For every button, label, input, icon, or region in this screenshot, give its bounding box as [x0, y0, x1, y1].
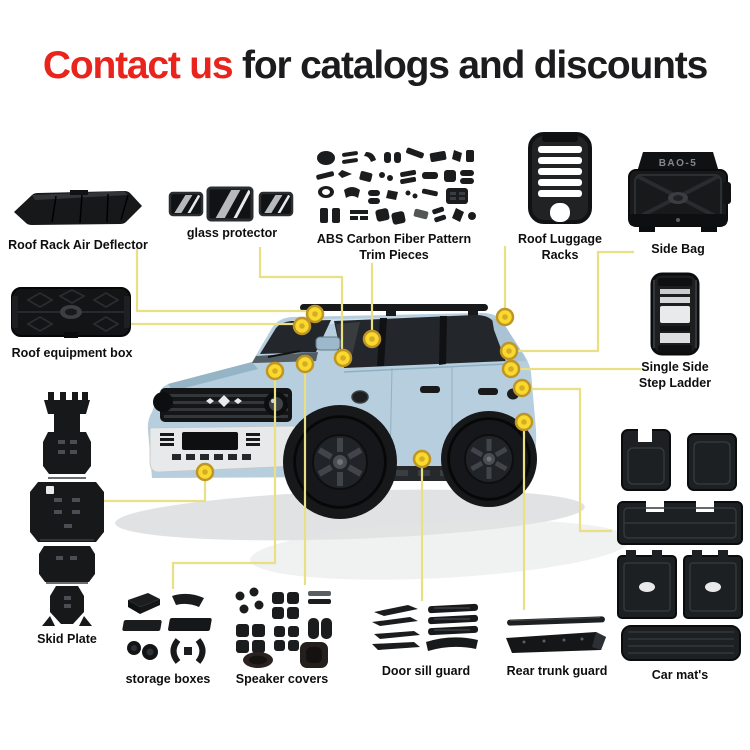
product-roof-rack-air-deflector: Roof Rack Air Deflector — [8, 182, 148, 253]
car-mats-icon — [617, 429, 743, 661]
product-speaker-covers: Speaker covers — [230, 586, 334, 687]
product-label: storage boxes — [125, 672, 211, 686]
callout-dot — [362, 329, 382, 349]
product-label: Skid Plate — [37, 632, 97, 646]
callout-lines — [102, 246, 641, 610]
callout-dot — [512, 378, 532, 398]
storage-boxes-icon — [122, 593, 212, 664]
product-label: Side Bag — [651, 242, 705, 256]
line-storage-boxes — [171, 378, 277, 589]
callout-dot — [514, 412, 534, 432]
callout-dot — [295, 354, 315, 374]
product-glass-protector: glass protector — [168, 186, 296, 241]
product-skid-plate: Skid Plate — [24, 390, 110, 647]
callout-dot — [333, 348, 353, 368]
suv-car — [147, 304, 537, 519]
glass-protector-icon — [168, 186, 294, 222]
door-sill-guard-icon — [372, 603, 479, 651]
line-car-mats — [529, 387, 612, 533]
step-ladder-icon — [650, 272, 700, 356]
product-label: Roof equipment box — [11, 346, 133, 360]
callout-dot — [265, 361, 285, 381]
abs-trim-pieces-icon — [316, 147, 476, 225]
page-title-rest: for catalogs and discounts — [232, 44, 708, 87]
callout-dot — [195, 462, 215, 482]
product-label: Door sill guard — [381, 664, 471, 678]
side-bag-printed-text: BAO-5 — [659, 158, 698, 169]
callout-dot — [292, 316, 312, 336]
skid-plate-icon — [30, 392, 104, 626]
product-rear-trunk-guard: Rear trunk guard — [502, 610, 612, 679]
callout-dot — [501, 359, 521, 379]
product-label: Rear trunk guard — [506, 664, 608, 678]
callout-dot — [412, 449, 432, 469]
callout-dot — [305, 304, 325, 324]
product-car-mats: Car mat's — [612, 426, 748, 683]
product-label: Car mat's — [651, 668, 709, 682]
product-label: Roof Rack Air Deflector — [8, 238, 148, 252]
callout-dots — [195, 304, 534, 482]
line-roof-rack-air-deflector — [135, 249, 307, 313]
product-label: glass protector — [186, 226, 278, 240]
product-roof-luggage-racks: Roof Luggage Racks — [498, 130, 622, 264]
line-glass-protector — [258, 247, 344, 351]
product-side-bag: BAO-5 Side Bag — [615, 146, 741, 257]
product-label: Roof Luggage Racks — [517, 232, 602, 263]
roof-equipment-box-icon — [11, 287, 131, 338]
side-bag-icon: BAO-5 — [628, 152, 731, 232]
product-label: Speaker covers — [235, 672, 329, 686]
callout-dot — [499, 341, 519, 361]
product-roof-equipment-box: Roof equipment box — [8, 282, 136, 361]
callout-dot — [495, 307, 515, 327]
rear-trunk-guard-icon — [506, 616, 606, 653]
speaker-covers-icon — [235, 587, 332, 668]
page-title-highlight: Contact us — [42, 44, 234, 87]
roof-luggage-racks-icon — [528, 132, 592, 224]
product-storage-boxes: storage boxes — [120, 590, 216, 687]
product-door-sill-guard: Door sill guard — [370, 602, 482, 679]
line-side-bag — [517, 250, 634, 353]
line-skid-plate — [102, 479, 207, 503]
roof-rack-air-deflector-icon — [14, 190, 142, 225]
page-title: Contact us for catalogs and discounts — [0, 44, 750, 88]
